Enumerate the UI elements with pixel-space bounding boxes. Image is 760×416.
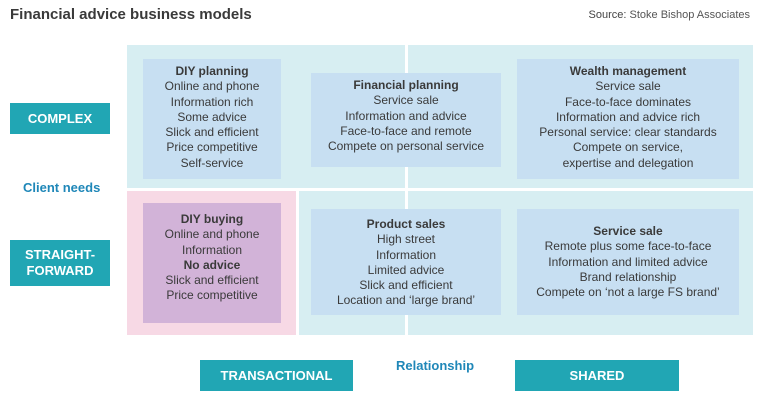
box-heading: Product sales [366,217,446,231]
matrix-divider-vertical [405,45,408,335]
page-title: Financial advice business models [10,6,252,23]
box-line: Compete on ‘not a large FS brand’ [536,285,720,300]
box-line: Compete on personal service [327,139,485,154]
box-line: expertise and delegation [562,155,694,170]
box-line: Some advice [177,109,247,124]
column-tag-shared: SHARED [515,360,679,391]
box-line: Price competitive [166,288,258,303]
box-diy-buying: DIY buying Online and phone Information … [143,203,281,323]
box-line: High street [376,232,436,247]
box-line: Online and phone [164,79,260,94]
box-line: Slick and efficient [359,278,453,293]
horizontal-axis-label: Relationship [396,358,475,373]
box-line: Self-service [180,155,244,170]
box-line: Slick and efficient [165,273,259,288]
row-tag-label: STRAIGHT- FORWARD [24,247,96,278]
box-line: Limited advice [367,262,445,277]
source-value: Stoke Bishop Associates [629,9,750,21]
box-financial-planning: Financial planning Service sale Informat… [311,73,501,167]
box-line: Information [375,247,437,262]
row-tag-complex: COMPLEX [10,103,110,134]
matrix-divider-horizontal [127,188,753,191]
vertical-axis-label: Client needs [23,180,101,195]
box-line: Information and advice rich [555,109,701,124]
box-line: Price competitive [166,140,258,155]
box-line: No advice [183,257,241,272]
box-line: Information [181,242,243,257]
box-line: Information rich [170,94,254,109]
box-heading: DIY planning [175,64,249,78]
box-service-sale: Service sale Remote plus some face-to-fa… [517,209,739,315]
box-line: Personal service: clear standards [539,125,717,140]
box-line: Information and advice [345,108,467,123]
box-line: Brand relationship [579,269,677,284]
source-note: Source: Stoke Bishop Associates [589,9,750,21]
matrix-divider-vertical-lower [296,191,299,335]
box-heading: Wealth management [569,64,687,78]
box-line: Information and limited advice [548,254,708,269]
column-tag-transactional: TRANSACTIONAL [200,360,353,391]
box-line: Service sale [373,93,439,108]
box-diy-planning: DIY planning Online and phone Informatio… [143,59,281,179]
box-heading: DIY buying [180,212,244,226]
source-prefix: Source: [588,9,627,21]
box-line: Compete on service, [572,140,684,155]
box-line: Slick and efficient [165,125,259,140]
box-line: Face-to-face and remote [340,123,472,138]
box-line: Service sale [595,79,661,94]
row-tag-straightforward: STRAIGHT- FORWARD [10,240,110,286]
box-line: Location and ‘large brand’ [336,293,476,308]
box-wealth-management: Wealth management Service sale Face-to-f… [517,59,739,179]
box-line: Face-to-face dominates [564,94,692,109]
box-line: Remote plus some face-to-face [544,239,712,254]
box-product-sales: Product sales High street Information Li… [311,209,501,315]
box-heading: Financial planning [353,78,459,92]
box-line: Online and phone [164,227,260,242]
box-heading: Service sale [593,224,663,238]
